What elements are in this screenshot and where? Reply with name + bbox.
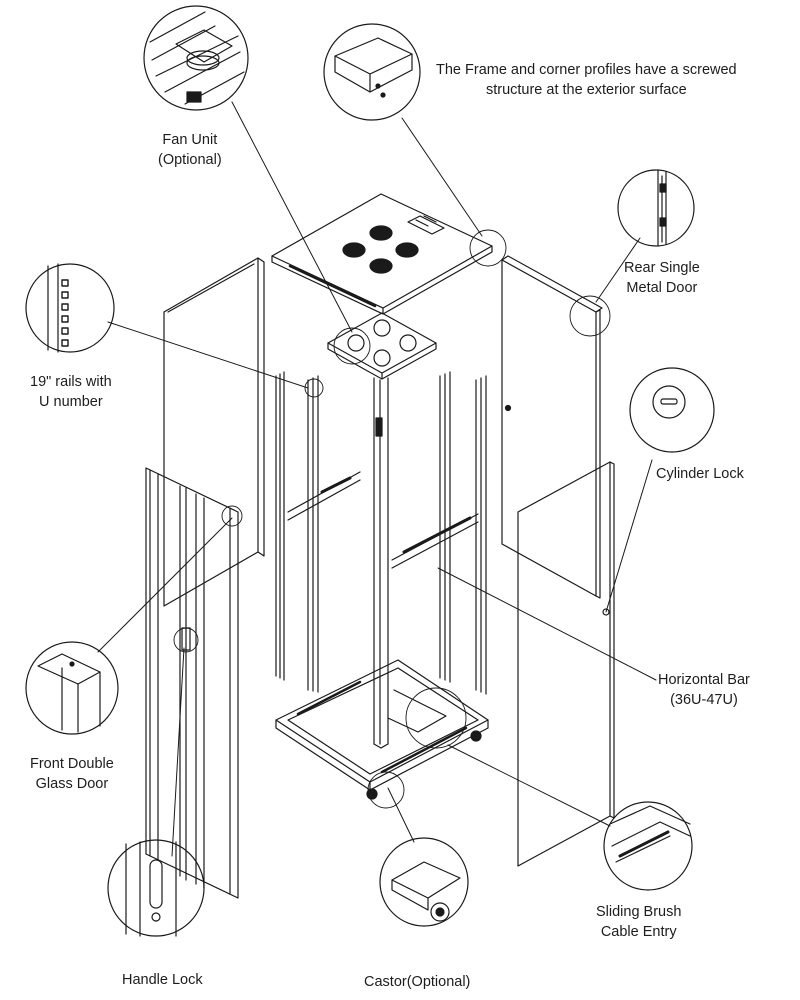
leader-fan-unit xyxy=(231,101,353,333)
callout-rear-door-label: Rear Single Metal Door xyxy=(624,258,700,298)
callout-horizontal-bar-label: Horizontal Bar (36U-47U) xyxy=(658,670,750,710)
rails xyxy=(275,371,487,695)
callout-brush-entry-line-2: Cable Entry xyxy=(600,924,677,940)
callout-rear-door-line-1: Rear Single xyxy=(624,260,700,276)
detail-rear-door-hinge xyxy=(617,169,695,247)
corner-post xyxy=(373,377,389,749)
detail-frame-corner xyxy=(323,23,421,121)
callout-brush-entry-line-1: Sliding Brush xyxy=(596,904,682,920)
detail-brush-entry xyxy=(603,801,693,891)
detail-rails xyxy=(25,263,115,353)
callout-handle-lock-label: Handle Lock xyxy=(122,970,203,990)
detail-front-door-hinge xyxy=(25,641,119,735)
callout-horizontal-bar-line-2: (36U-47U) xyxy=(670,692,738,708)
callout-frame-line-1: The Frame and corner profiles have a scr… xyxy=(436,62,737,78)
top-cover xyxy=(271,193,507,315)
callout-handle-lock-line-1: Handle Lock xyxy=(122,972,203,988)
callout-cylinder-lock-label: Cylinder Lock xyxy=(656,464,744,484)
callout-fan-unit-line-1: Fan Unit xyxy=(162,132,218,148)
fan-tray xyxy=(327,312,437,380)
callout-frame-label: The Frame and corner profiles have a scr… xyxy=(436,60,737,100)
leader-rails xyxy=(107,321,309,389)
side-panel-right xyxy=(517,461,615,867)
callout-cylinder-lock-line-1: Cylinder Lock xyxy=(656,466,744,482)
callout-rails-line-2: U number xyxy=(39,394,103,410)
callout-frame-line-2: structure at the exterior surface xyxy=(485,82,687,98)
leader-lines xyxy=(97,101,657,857)
leader-frame xyxy=(401,117,483,237)
base-frame xyxy=(275,659,489,809)
leader-brush-entry xyxy=(447,744,611,827)
callout-horizontal-bar-line-1: Horizontal Bar xyxy=(658,672,750,688)
callout-front-door-line-2: Glass Door xyxy=(35,776,109,792)
leader-castor xyxy=(387,787,415,843)
callout-castor-line-1: Castor(Optional) xyxy=(364,974,471,990)
callout-fan-unit-label: Fan Unit (Optional) xyxy=(158,130,222,170)
horizontal-bars xyxy=(287,471,479,569)
callout-front-door-label: Front Double Glass Door xyxy=(30,754,114,794)
detail-fan-unit xyxy=(143,5,249,111)
leader-horizontal-bar xyxy=(437,567,657,681)
leader-rear-door xyxy=(595,237,641,303)
leader-handle-lock xyxy=(171,647,185,857)
front-door xyxy=(145,467,243,899)
callout-rails-label: 19" rails with U number xyxy=(30,372,112,412)
callout-rails-line-1: 19" rails with xyxy=(30,374,112,390)
leader-cylinder-lock xyxy=(605,459,653,613)
callout-rear-door-line-2: Metal Door xyxy=(626,280,698,296)
callout-brush-entry-label: Sliding Brush Cable Entry xyxy=(596,902,681,942)
detail-castor xyxy=(379,837,469,927)
side-panel-left xyxy=(163,257,265,607)
callout-castor-label: Castor(Optional) xyxy=(364,972,470,992)
detail-handle-lock xyxy=(107,839,205,937)
leader-front-door xyxy=(97,517,233,653)
callout-fan-unit-line-2: (Optional) xyxy=(158,152,222,168)
detail-cylinder-lock xyxy=(629,367,715,453)
callout-front-door-line-1: Front Double xyxy=(30,756,114,772)
rear-door xyxy=(501,255,611,599)
